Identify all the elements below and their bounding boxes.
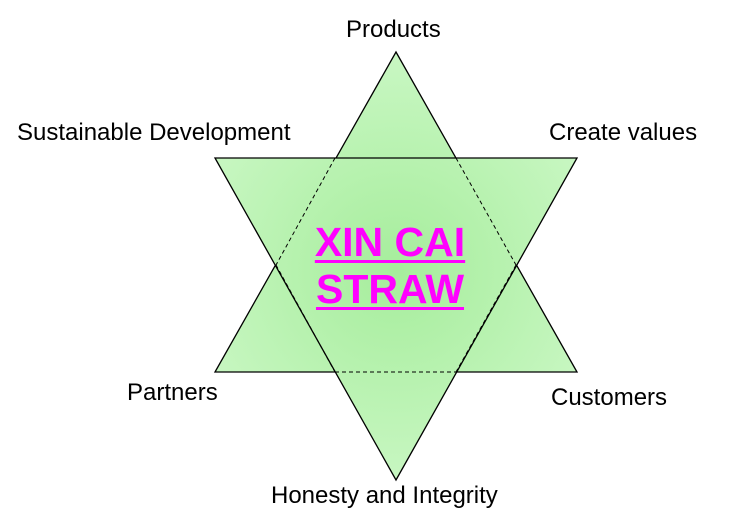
label-customers: Customers xyxy=(551,384,668,411)
downward-triangle xyxy=(213,157,579,482)
label-create-values: Create values xyxy=(549,119,698,146)
label-partners: Partners xyxy=(127,379,218,406)
inner-dashed-edges xyxy=(275,157,517,373)
center-title-line-2: STRAW xyxy=(315,266,465,312)
label-products: Products xyxy=(346,16,441,43)
label-sustainable-development: Sustainable Development xyxy=(17,119,291,146)
label-honesty-and-integrity: Honesty and Integrity xyxy=(271,482,498,509)
center-title-line-1: XIN CAI xyxy=(314,219,466,265)
